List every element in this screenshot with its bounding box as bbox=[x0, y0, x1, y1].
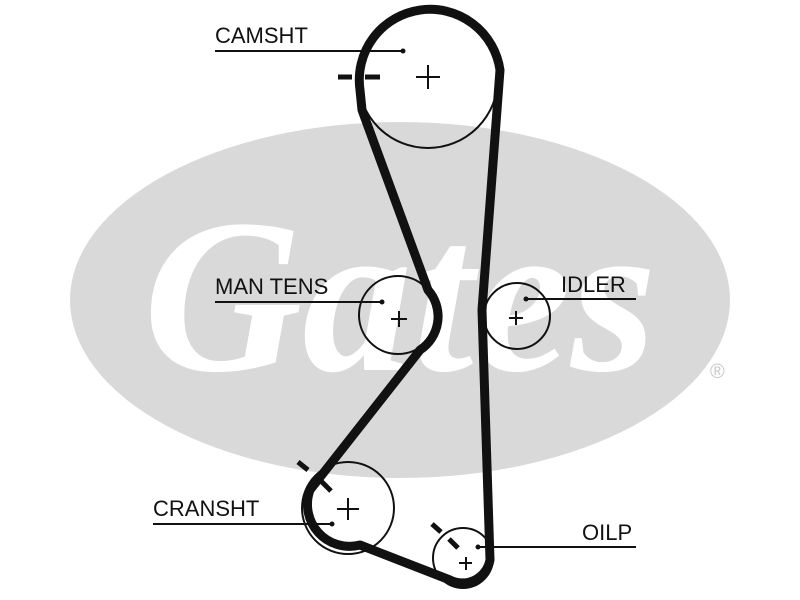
oil-pump-timing-mark bbox=[430, 522, 460, 550]
camshaft-label: CAMSHT bbox=[215, 23, 308, 48]
crankshaft-label: CRANSHT bbox=[153, 496, 259, 521]
oil-pump-pulley: OILP bbox=[430, 520, 636, 589]
idler-label: IDLER bbox=[561, 272, 626, 297]
idler-center-cross bbox=[509, 311, 523, 325]
camshaft-center-cross bbox=[416, 65, 440, 89]
crankshaft-timing-mark bbox=[296, 460, 333, 493]
manual-tensioner-center-cross bbox=[391, 311, 407, 327]
timing-belt bbox=[303, 4, 505, 588]
oil-pump-label: OILP bbox=[582, 520, 632, 545]
camshaft-circle bbox=[357, 7, 499, 149]
crankshaft-pulley: CRANSHT bbox=[153, 460, 395, 555]
oil-pump-circle bbox=[432, 527, 494, 589]
idler-pulley: IDLER bbox=[483, 272, 636, 350]
manual-tensioner-circle bbox=[358, 275, 438, 355]
idler-circle bbox=[483, 282, 551, 350]
crankshaft-leader-dot bbox=[329, 521, 335, 527]
manual-tensioner-leader-dot bbox=[379, 299, 385, 305]
logo-ellipse bbox=[70, 122, 730, 478]
manual-tensioner-label: MAN TENS bbox=[215, 274, 328, 299]
camshaft-leader-dot bbox=[400, 48, 406, 54]
crankshaft-circle bbox=[301, 461, 395, 555]
manual-tensioner-pulley: MAN TENS bbox=[215, 274, 438, 355]
registered-mark: ® bbox=[710, 361, 725, 383]
oil-pump-center-cross bbox=[459, 557, 472, 570]
camshaft-pulley: CAMSHT bbox=[215, 7, 499, 149]
oil-pump-leader-dot bbox=[475, 544, 481, 550]
crankshaft-center-cross bbox=[337, 498, 359, 520]
idler-leader-dot bbox=[523, 296, 529, 302]
gates-logo-watermark: Gates ® bbox=[70, 122, 730, 478]
